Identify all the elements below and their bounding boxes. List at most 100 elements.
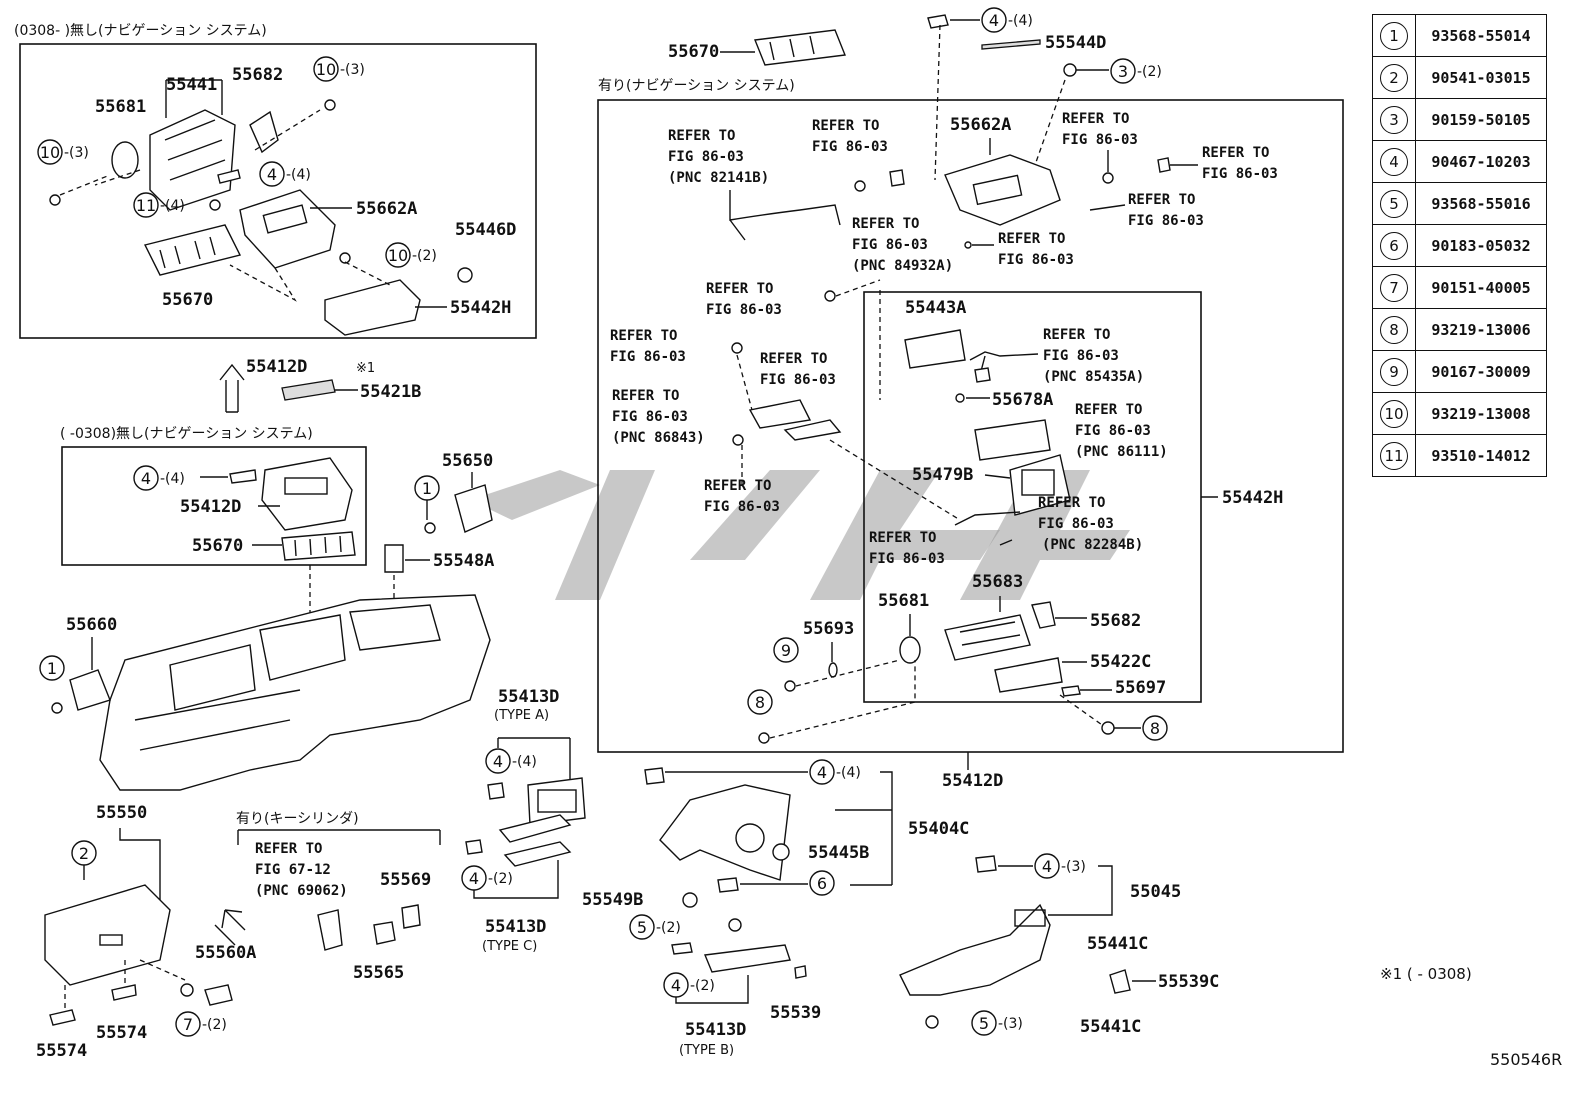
part-55650-vent <box>454 484 493 533</box>
label-55662a: 55662A <box>356 199 417 219</box>
clip-icon <box>1157 157 1171 173</box>
label-55544d: 55544D <box>1045 33 1106 53</box>
ref-text: REFER TO <box>612 388 679 404</box>
label-55441c: 55441C <box>1087 934 1148 954</box>
ref-text: REFER TO <box>869 530 936 546</box>
callout-5: 5 -(2) <box>629 914 681 940</box>
label-55550: 55550 <box>96 803 147 823</box>
callout-6: 6 <box>809 870 835 896</box>
legend-key-number: 4 <box>1380 147 1408 176</box>
legend-key: 4 <box>1372 140 1416 183</box>
label-55548a: 55548A <box>433 551 494 571</box>
callout-8: 8 <box>1142 715 1168 741</box>
part-55550-glove-box <box>44 884 171 986</box>
label-55565: 55565 <box>353 963 404 983</box>
clip-icon <box>854 180 866 192</box>
ref-text: FIG 86-03 <box>760 372 836 388</box>
label-55693: 55693 <box>803 619 854 639</box>
svg-text:2: 2 <box>79 844 89 863</box>
svg-text:-(3): -(3) <box>1061 859 1086 875</box>
part-55404c-cluster-hood <box>659 784 791 881</box>
label-55412d: 55412D <box>180 497 241 517</box>
screw-icon <box>51 702 63 714</box>
screw-icon <box>728 918 742 932</box>
ref-text: (PNC 69062) <box>255 883 348 899</box>
part-55544d-strip <box>981 39 1041 50</box>
svg-text:-(4): -(4) <box>512 754 537 770</box>
ref-text: FIG 86-03 <box>612 409 688 425</box>
clip-icon <box>717 877 739 893</box>
label-55045: 55045 <box>1130 882 1181 902</box>
legend-key-number: 11 <box>1380 441 1408 470</box>
label-55660: 55660 <box>66 615 117 635</box>
label-55412d: 55412D <box>246 357 307 377</box>
callout-4: 4 -(3) <box>1034 853 1086 879</box>
part-55683-housing <box>944 614 1031 661</box>
screw-icon <box>1101 721 1115 735</box>
callout-4: 4 -(4) <box>981 7 1033 33</box>
part-55693-clip <box>828 662 838 678</box>
clip-icon <box>732 434 744 446</box>
ref-text: (PNC 86111) <box>1075 444 1168 460</box>
svg-text:-(4): -(4) <box>1008 13 1033 29</box>
ref-text: REFER TO <box>706 281 773 297</box>
box-no-nav-0308 <box>19 43 537 339</box>
header-no-nav-after-0308: (0308- )無し(ナビゲーション システム) <box>14 23 267 39</box>
ref-text: (PNC 82141B) <box>668 170 769 186</box>
clip-icon <box>671 942 693 955</box>
ref-text: REFER TO <box>1038 495 1105 511</box>
svg-text:5: 5 <box>979 1014 989 1033</box>
screw-icon <box>180 983 194 997</box>
legend-part-number: 90159-50105 <box>1415 98 1547 141</box>
callout-11: 11 -(4) <box>133 192 185 218</box>
screw-icon <box>925 1015 939 1029</box>
svg-text:-(2): -(2) <box>412 248 437 264</box>
header-key-cylinder: 有り(キーシリンダ) <box>236 811 359 827</box>
label-55479b: 55479B <box>912 465 973 485</box>
svg-text:-(2): -(2) <box>488 871 513 887</box>
label-55421b: 55421B <box>360 382 421 402</box>
clip-icon <box>465 839 483 855</box>
ref-text: FIG 86-03 <box>706 302 782 318</box>
legend-part-number: 93219-13008 <box>1415 392 1547 435</box>
callout-4: 4 -(4) <box>485 748 537 774</box>
svg-text:-(4): -(4) <box>286 167 311 183</box>
callout-4: 4 -(4) <box>809 759 861 785</box>
ref-text: (PNC 85435A) <box>1043 369 1144 385</box>
svg-text:1: 1 <box>47 659 57 678</box>
svg-text:9: 9 <box>781 641 791 660</box>
label-55683: 55683 <box>972 572 1023 592</box>
label-55682: 55682 <box>1090 611 1141 631</box>
watermark-logo <box>470 470 1130 600</box>
svg-text:10: 10 <box>388 246 408 265</box>
ref-text: REFER TO <box>1128 192 1195 208</box>
legend-key: 10 <box>1372 392 1416 435</box>
part-55413d-type-c <box>503 841 572 867</box>
svg-text:-(4): -(4) <box>836 765 861 781</box>
svg-text:-(2): -(2) <box>202 1017 227 1033</box>
label-55443a: 55443A <box>905 298 966 318</box>
screw-icon <box>324 99 336 111</box>
part-55569 <box>401 904 421 929</box>
callout-4: 4 -(2) <box>461 865 513 891</box>
svg-text:5: 5 <box>637 918 647 937</box>
legend-key-number: 6 <box>1380 231 1408 260</box>
label-55681: 55681 <box>95 97 146 117</box>
legend-key-number: 2 <box>1380 63 1408 92</box>
clip-icon <box>731 342 743 354</box>
clip-icon <box>487 782 505 800</box>
label-55682: 55682 <box>232 65 283 85</box>
label-type-c: (TYPE C) <box>482 939 537 954</box>
ref-text: REFER TO <box>1202 145 1269 161</box>
clip-icon <box>824 290 836 302</box>
